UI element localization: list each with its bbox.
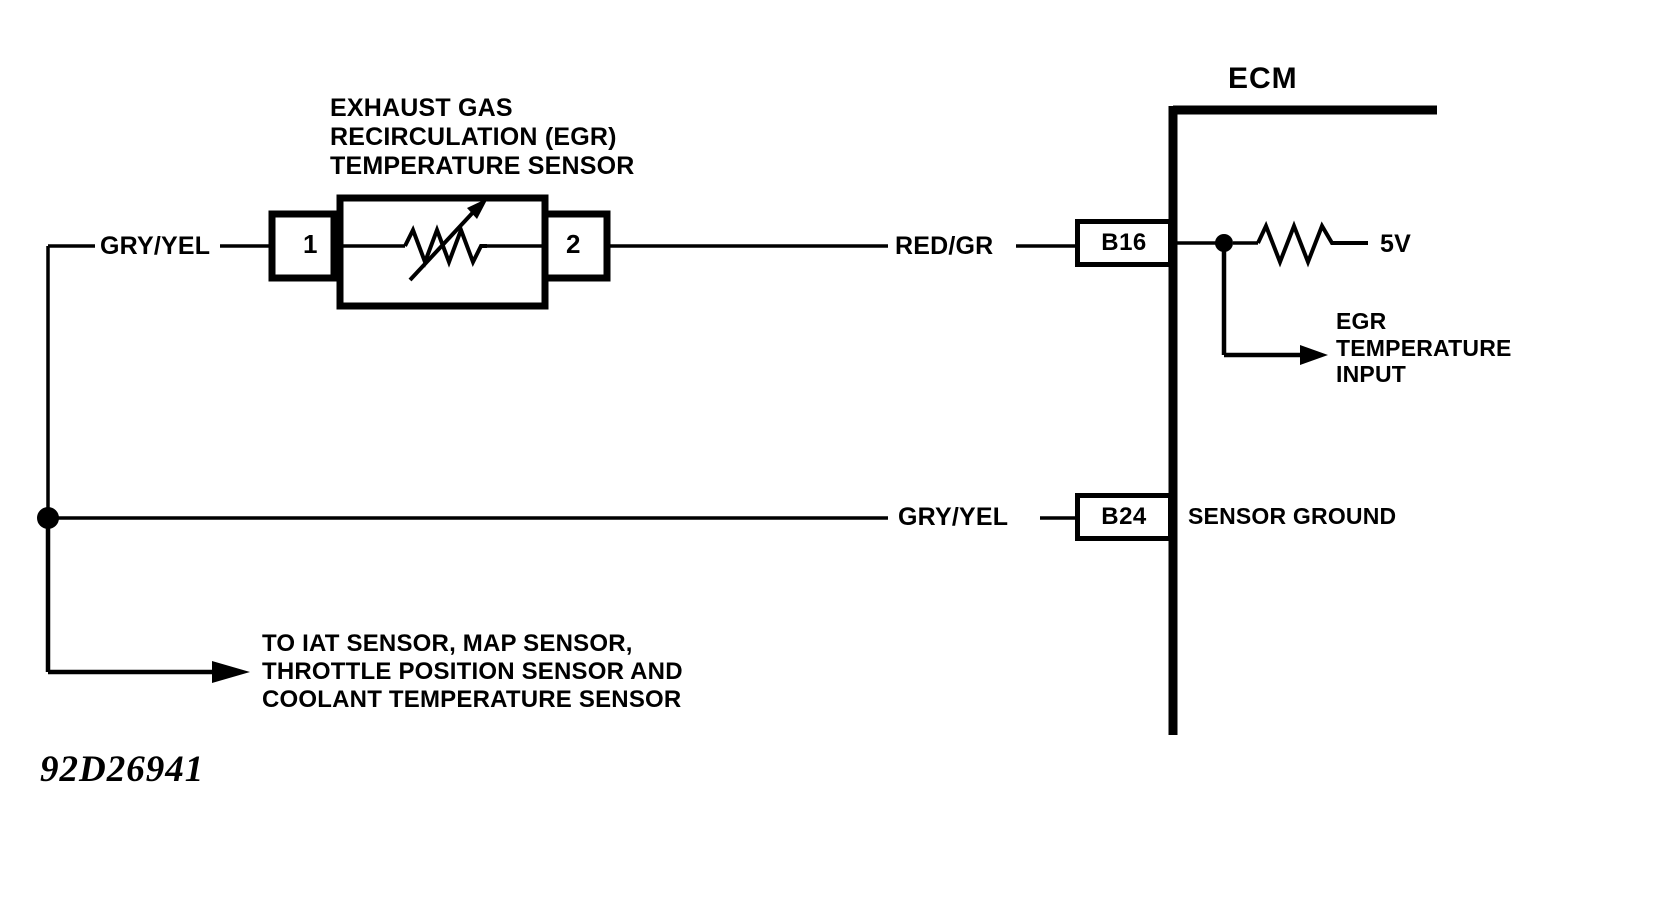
shared-ground-note: TO IAT SENSOR, MAP SENSOR, THROTTLE POSI…	[262, 630, 683, 713]
ecm-label: ECM	[1228, 62, 1298, 95]
ecm-pin-b16: B16	[1075, 219, 1173, 267]
thermistor-variable-arrow-shaft	[408, 205, 480, 282]
supply-5v-label: 5V	[1380, 230, 1411, 258]
wire-label-gryyel-top: GRY/YEL	[100, 232, 211, 260]
sensor-ground-label: SENSOR GROUND	[1188, 503, 1397, 529]
thermistor-variable-arrow-head	[467, 198, 488, 219]
pullup-resistor	[1256, 220, 1368, 268]
egr-temperature-input-label: EGR TEMPERATURE INPUT	[1336, 308, 1512, 388]
egr-sensor-title: EXHAUST GAS RECIRCULATION (EGR) TEMPERAT…	[330, 94, 635, 180]
terminal-2-label: 2	[566, 229, 581, 259]
shared-ground-arrowhead	[212, 661, 250, 683]
thermistor-zigzag	[403, 224, 487, 268]
ecm-pin-b24: B24	[1075, 493, 1173, 541]
ecm-pin-b24-label: B24	[1101, 503, 1147, 530]
egr-sensor-body	[336, 194, 549, 310]
figure-id: 92D26941	[40, 749, 205, 790]
ecm-pin-b16-label: B16	[1101, 229, 1147, 256]
wire-label-gryyel-ground: GRY/YEL	[898, 503, 1009, 531]
egr-input-arrowhead	[1300, 345, 1328, 365]
junction-dot-b16	[1215, 234, 1233, 252]
terminal-1-label: 1	[303, 229, 318, 259]
wire-label-redgr: RED/GR	[895, 232, 994, 260]
